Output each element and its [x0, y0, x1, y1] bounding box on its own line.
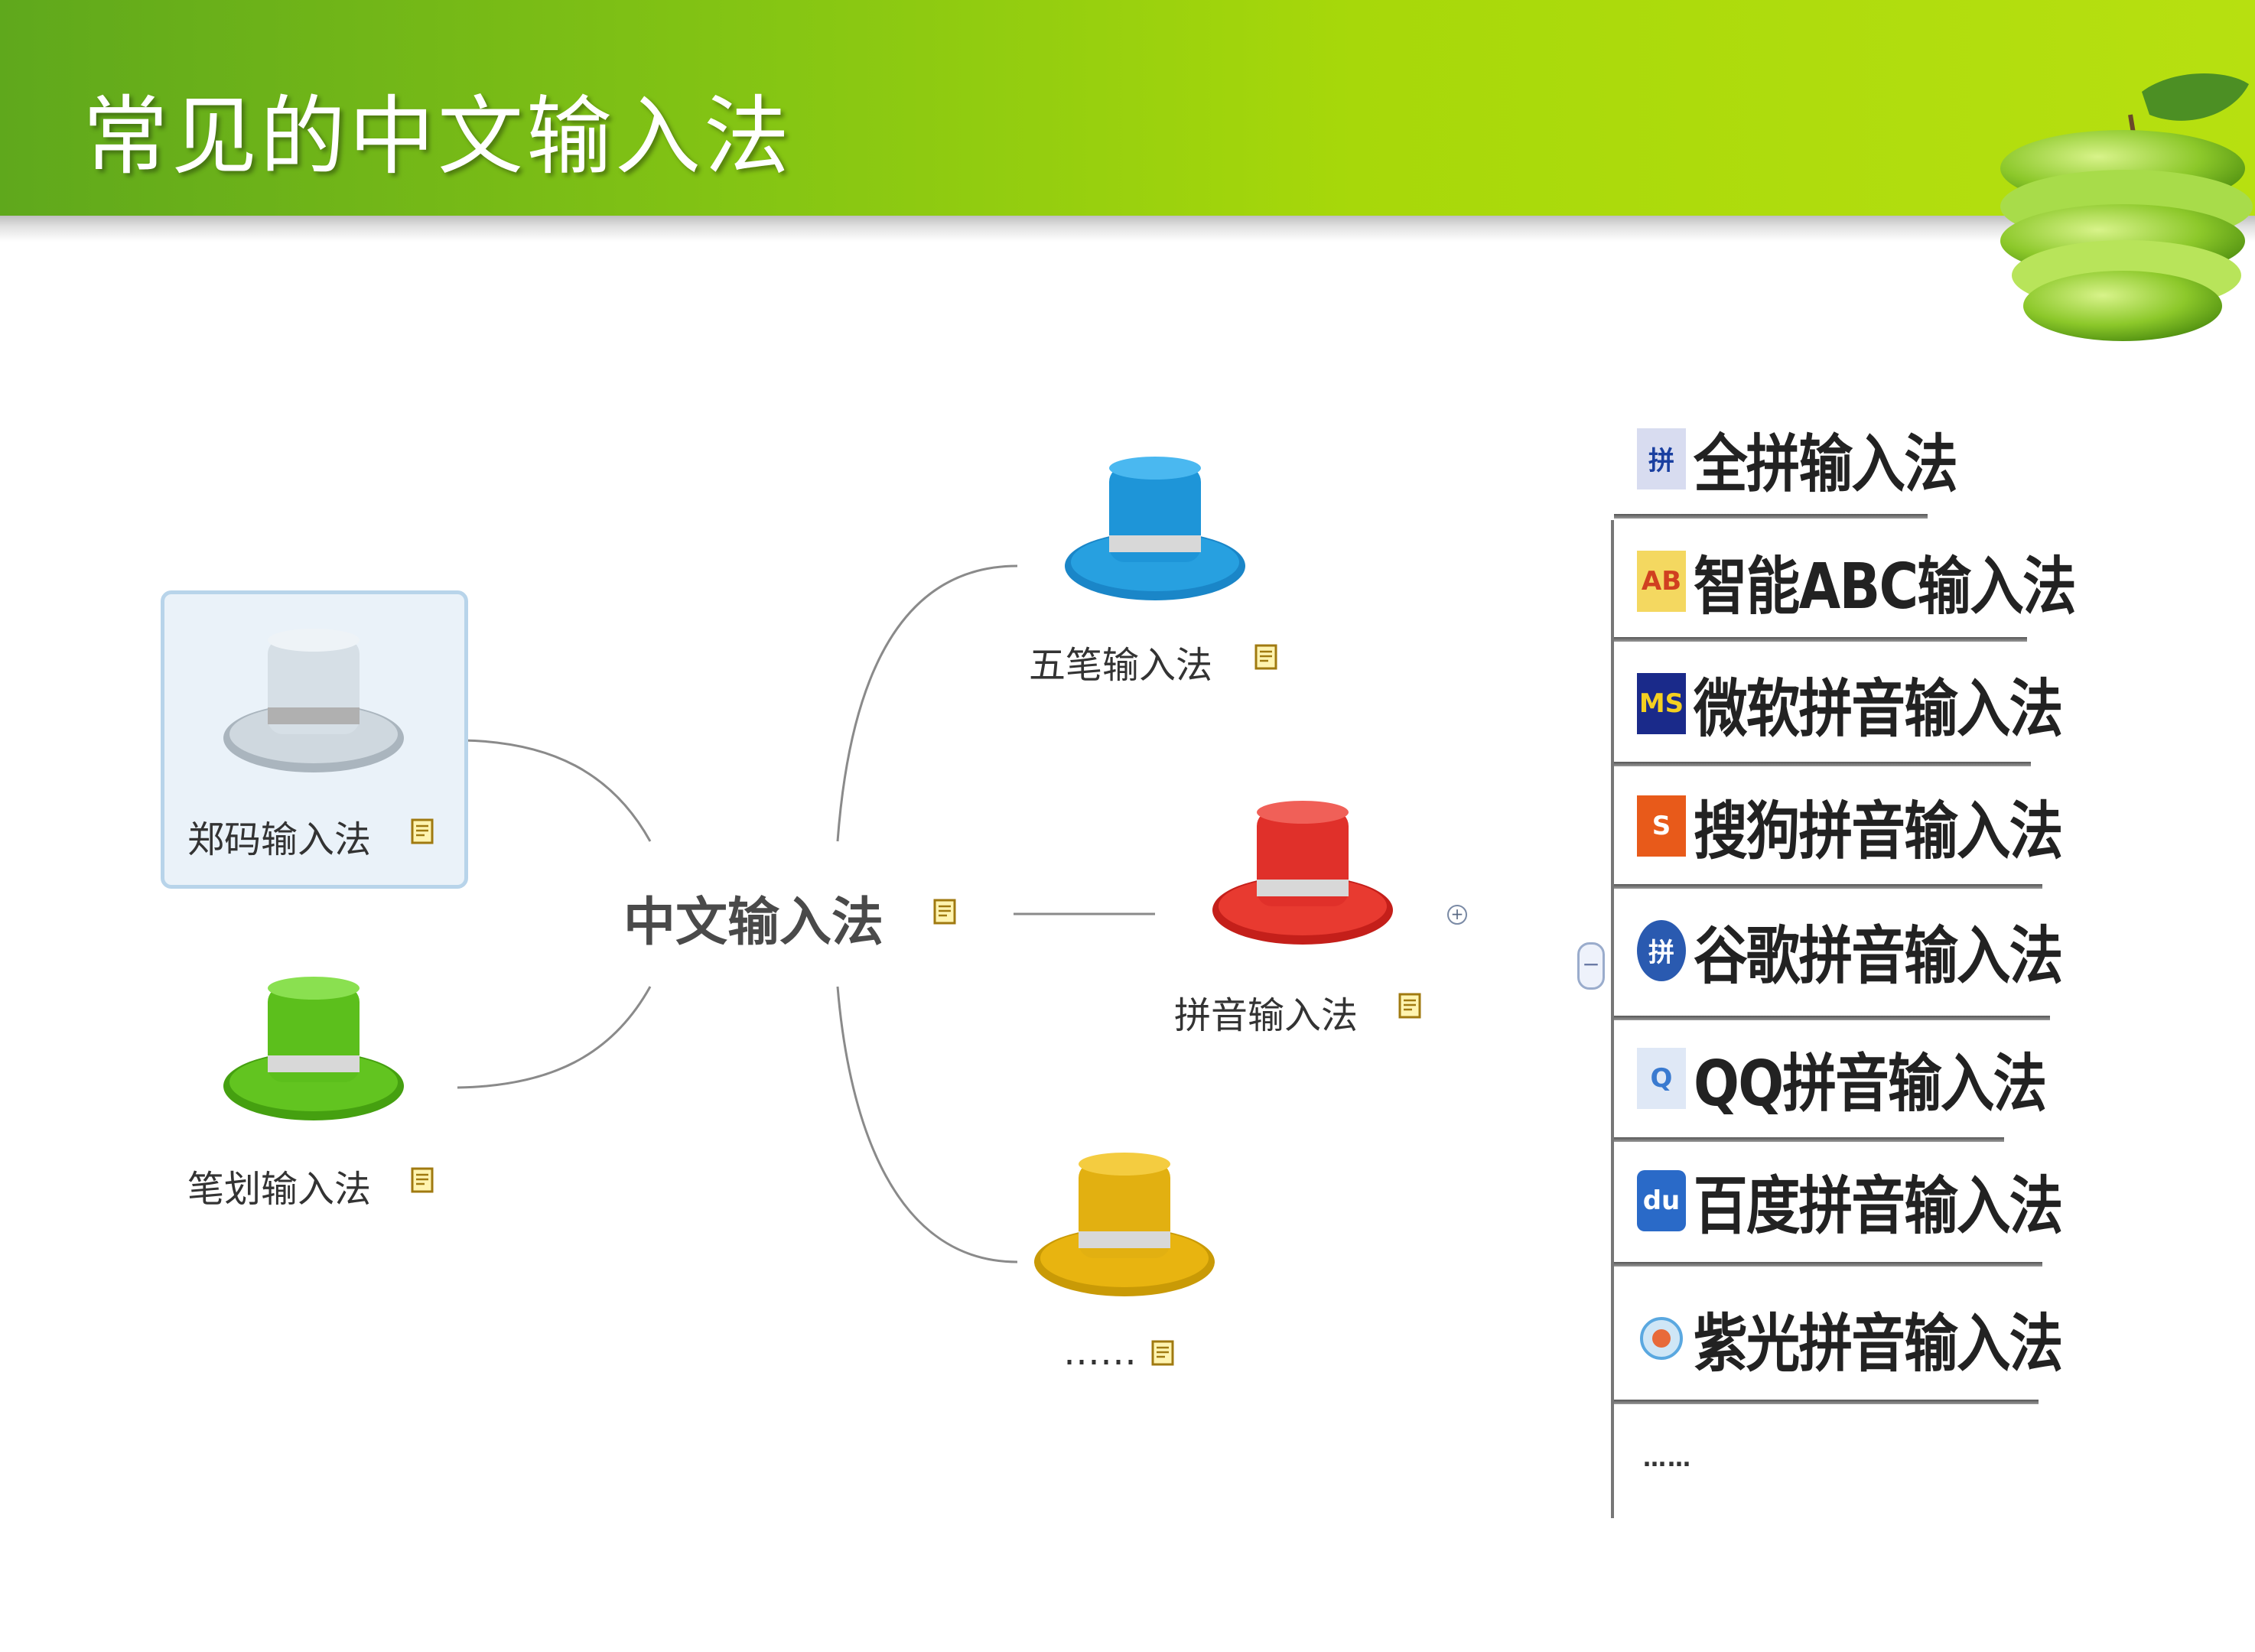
collapse-icon[interactable]: −	[1577, 942, 1605, 990]
header-shadow-band	[0, 216, 2255, 242]
mspy-icon: MS	[1637, 672, 1686, 734]
ime-item: du 百度拼音输入法	[1637, 1155, 2122, 1246]
green-hat-icon[interactable]	[218, 971, 409, 1124]
note-icon[interactable]	[1398, 993, 1421, 1019]
ime-item: 拼 谷歌拼音输入法	[1637, 905, 2122, 996]
node-label-pinyin[interactable]: 拼音输入法	[1174, 994, 1359, 1037]
ime-divider	[1614, 1262, 2042, 1267]
green-apple-icon	[2000, 73, 2253, 341]
pin-glyph-icon: 拼	[1637, 428, 1686, 489]
grey-hat-icon[interactable]	[218, 623, 409, 776]
qq-pinyin-icon: Q	[1637, 1047, 1686, 1109]
ime-item: AB 智能ABC输入法	[1637, 535, 2137, 626]
ime-divider	[1614, 762, 2031, 766]
ime-divider	[1614, 1016, 2050, 1020]
ime-item: MS 微软拼音输入法	[1637, 658, 2122, 749]
yellow-hat-icon[interactable]	[1029, 1147, 1220, 1300]
node-label-other[interactable]: ……	[1063, 1331, 1137, 1374]
ime-divider	[1614, 514, 1928, 519]
note-icon[interactable]	[411, 1167, 434, 1193]
ime-label: 微软拼音输入法	[1694, 673, 2063, 746]
root-node-label[interactable]: 中文输入法	[623, 893, 884, 953]
node-label-bihua[interactable]: 笔划输入法	[187, 1168, 372, 1211]
ime-item: 紫光拼音输入法	[1637, 1293, 2122, 1384]
header-banner	[0, 0, 2255, 216]
ime-label: 搜狗拼音输入法	[1694, 795, 2063, 868]
note-icon[interactable]	[933, 899, 956, 925]
ime-more: ……	[1643, 1446, 1692, 1472]
note-icon[interactable]	[1254, 644, 1277, 670]
node-label-zhengma[interactable]: 郑码输入法	[187, 818, 372, 861]
expand-icon[interactable]: +	[1447, 905, 1467, 925]
ime-divider	[1614, 1137, 2004, 1142]
ime-divider	[1614, 1400, 2039, 1404]
ime-label: 谷歌拼音输入法	[1694, 920, 2063, 993]
note-icon[interactable]	[411, 818, 434, 844]
ime-item: 拼 全拼输入法	[1637, 413, 2000, 504]
ime-label: 全拼输入法	[1694, 428, 1958, 501]
ime-label: 智能ABC输入法	[1694, 551, 2077, 623]
sogou-icon: S	[1637, 795, 1686, 857]
ime-divider	[1614, 637, 2027, 642]
abc-ime-icon: AB	[1637, 550, 1686, 612]
google-pinyin-icon: 拼	[1637, 919, 1686, 981]
red-hat-icon[interactable]	[1207, 795, 1398, 948]
note-icon[interactable]	[1151, 1340, 1174, 1366]
ime-label: QQ拼音输入法	[1694, 1048, 2047, 1120]
ime-label: 紫光拼音输入法	[1694, 1308, 2063, 1380]
slide-title: 常见的中文输入法	[83, 87, 792, 187]
ime-divider	[1614, 884, 2042, 889]
baidu-ime-icon: du	[1637, 1169, 1686, 1231]
node-label-wubi[interactable]: 五笔输入法	[1029, 644, 1213, 687]
blue-hat-icon[interactable]	[1059, 451, 1251, 604]
ime-label: 百度拼音输入法	[1694, 1170, 2063, 1243]
ime-item: Q QQ拼音输入法	[1637, 1032, 2103, 1124]
unispim-icon	[1637, 1308, 1686, 1369]
ime-item: S 搜狗拼音输入法	[1637, 780, 2122, 871]
